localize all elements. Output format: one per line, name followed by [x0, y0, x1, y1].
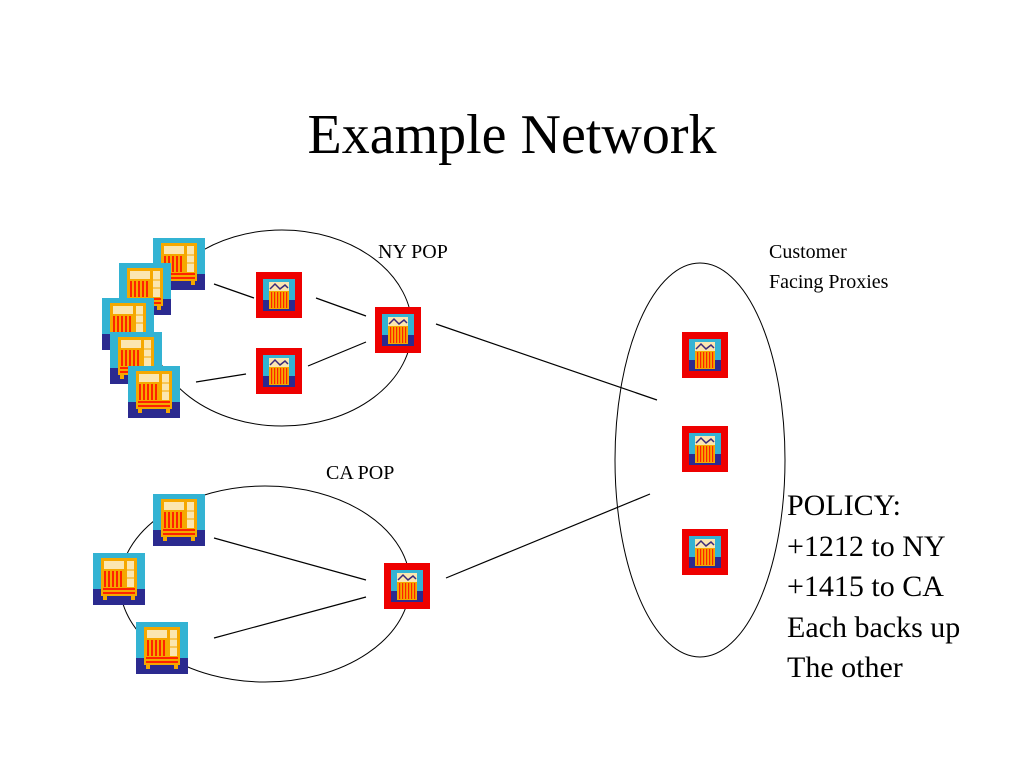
link-ny-edge2-pop — [307, 341, 367, 367]
proxy-icon — [255, 271, 303, 319]
link-ca-server3-pop — [213, 596, 367, 639]
policy-line: The other — [787, 651, 903, 684]
link-ca-server1-pop — [213, 537, 367, 581]
proxy-icon — [374, 306, 422, 354]
policy-line: Each backs up — [787, 610, 961, 644]
proxy-icon — [681, 425, 729, 473]
slide-title: Example Network — [307, 104, 717, 166]
server-icon — [92, 552, 146, 606]
link-ny-server-edge1 — [213, 283, 255, 299]
server-icon — [135, 621, 189, 675]
ny-pop-label: NY POP — [378, 241, 448, 263]
link-ny-server-edge2 — [195, 373, 247, 383]
link-ny-pop-customer — [435, 323, 658, 401]
server-icon — [152, 493, 206, 547]
customer-proxies-label-line2: Facing Proxies — [769, 271, 889, 293]
ca-pop-label: CA POP — [326, 462, 395, 484]
policy-text: POLICY: +1212 to NY +1415 to CA Each bac… — [787, 486, 960, 689]
customer-proxies-label-line1: Customer — [769, 241, 847, 263]
proxy-icon — [681, 528, 729, 576]
proxy-icon — [681, 331, 729, 379]
link-ny-edge1-pop — [315, 297, 367, 317]
server-icon — [127, 365, 181, 419]
link-ca-pop-customer — [445, 493, 651, 579]
policy-line: +1212 to NY — [787, 529, 946, 563]
policy-line: POLICY: — [787, 489, 901, 522]
proxy-icon — [383, 562, 431, 610]
proxy-icon — [255, 347, 303, 395]
policy-line: +1415 to CA — [787, 570, 944, 603]
customer-proxies-boundary — [614, 262, 786, 658]
